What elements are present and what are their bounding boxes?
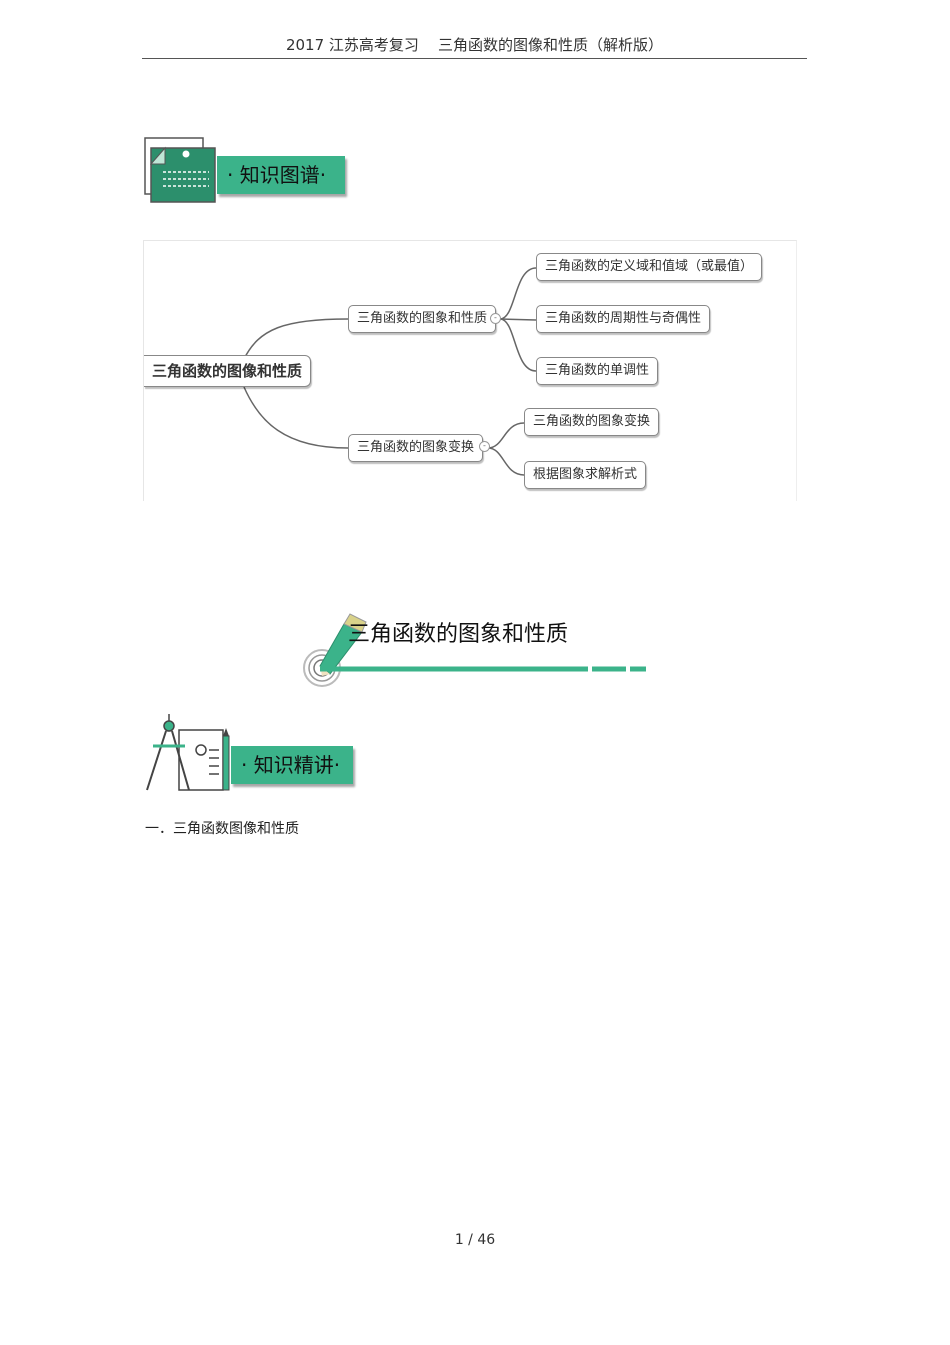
mind-map-leaf-graph-transform: 三角函数的图象变换 — [524, 408, 660, 436]
page-number: 1 / 46 — [454, 1232, 496, 1248]
header-left-text: 2017 江苏高考复习 — [285, 36, 419, 54]
mind-map-leaf-domain-range: 三角函数的定义域和值域（或最值） — [536, 253, 763, 281]
mind-map-branch-transform: 三角函数的图象变换 — [348, 434, 484, 462]
knowledge-map-label: · 知识图谱· — [217, 156, 345, 194]
knowledge-map-banner: · 知识图谱· — [143, 136, 348, 206]
document-icon — [144, 137, 216, 203]
body-heading-item: 一．三角函数图像和性质 — [145, 821, 299, 837]
knowledge-lecture-banner: · 知识精讲· — [143, 712, 355, 796]
running-header: 2017 江苏高考复习 三角函数的图像和性质（解析版） — [142, 34, 807, 59]
mind-map-leaf-periodicity: 三角函数的周期性与奇偶性 — [536, 305, 711, 333]
pencil-icon — [303, 613, 646, 687]
mind-map-branch-properties: 三角函数的图象和性质 — [348, 305, 497, 333]
header-right-text: 三角函数的图像和性质（解析版） — [438, 36, 664, 54]
section-heading: 三角函数的图象和性质 — [300, 610, 650, 690]
mind-map-connectors — [243, 267, 537, 476]
mind-map-leaf-find-expression: 根据图象求解析式 — [524, 461, 647, 489]
compass-ruler-icon — [146, 714, 230, 791]
mind-map-leaf-monotonicity: 三角函数的单调性 — [536, 357, 659, 385]
collapse-toggle-properties[interactable]: - — [490, 313, 501, 324]
mind-map-root-node: 三角函数的图像和性质 — [144, 355, 312, 387]
knowledge-lecture-label: · 知识精讲· — [231, 746, 353, 784]
mind-map: 三角函数的图像和性质 三角函数的图象和性质 - 三角函数的定义域和值域（或最值）… — [143, 240, 797, 501]
collapse-toggle-transform[interactable]: - — [479, 441, 490, 452]
section-title: 三角函数的图象和性质 — [348, 622, 569, 647]
